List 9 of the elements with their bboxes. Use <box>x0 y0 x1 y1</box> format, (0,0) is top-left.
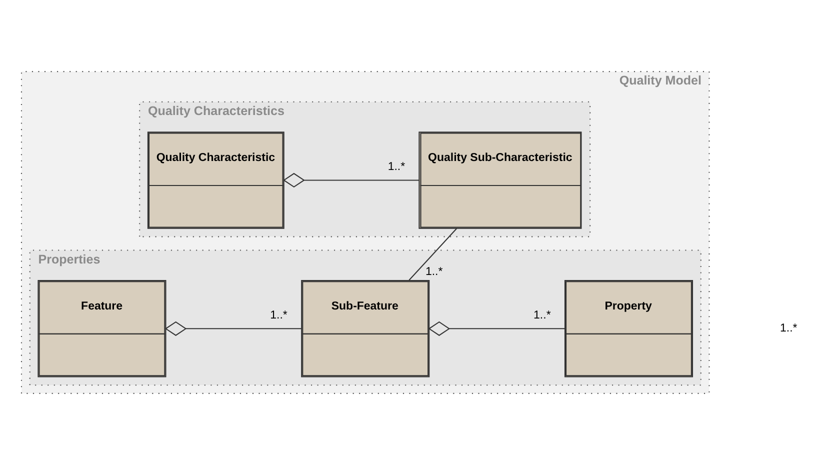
connector <box>428 320 565 336</box>
edge-label: 1..* <box>388 160 406 173</box>
edge-label: 1..* <box>534 309 551 322</box>
label: 1..* <box>780 322 798 334</box>
connector <box>282 172 420 188</box>
edge-label: 1..* <box>270 309 288 322</box>
edge-label: 1..* <box>425 266 443 278</box>
connector <box>164 320 302 336</box>
connector <box>408 228 458 280</box>
